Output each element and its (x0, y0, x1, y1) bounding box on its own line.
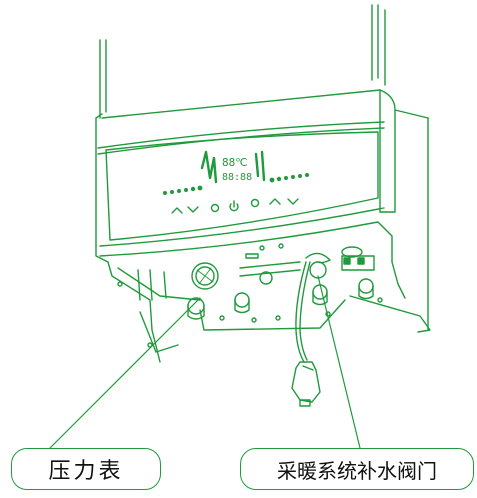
power-icon (229, 200, 239, 212)
leader-gauge (49, 297, 201, 449)
display-panel (162, 150, 310, 195)
display-time: 88:88 (222, 172, 252, 183)
connection-bracket (99, 221, 431, 363)
refill-valve (305, 252, 331, 306)
central-fittings (234, 243, 301, 314)
boiler-body (95, 89, 429, 331)
pressure-gauge (187, 262, 219, 320)
down-arrow-icon (187, 206, 199, 213)
up-arrow-icon (171, 207, 183, 214)
power-cable (291, 261, 321, 407)
pressure-gauge-label: 压力表 (11, 448, 161, 490)
button-row (171, 198, 299, 214)
leader-valve (317, 275, 361, 449)
mode-icon (250, 198, 260, 208)
refill-valve-label: 采暖系统补水阀门 (240, 448, 474, 490)
pressure-gauge-label-text: 压力表 (48, 459, 124, 484)
bracket-bolts (117, 281, 383, 348)
refill-valve-label-text: 采暖系统补水阀门 (277, 458, 437, 483)
control-panel (97, 121, 385, 247)
menu-icon (210, 203, 220, 213)
display-temperature: 88℃ (222, 156, 248, 169)
mounting-rails (99, 4, 386, 119)
junction-box (341, 246, 375, 300)
